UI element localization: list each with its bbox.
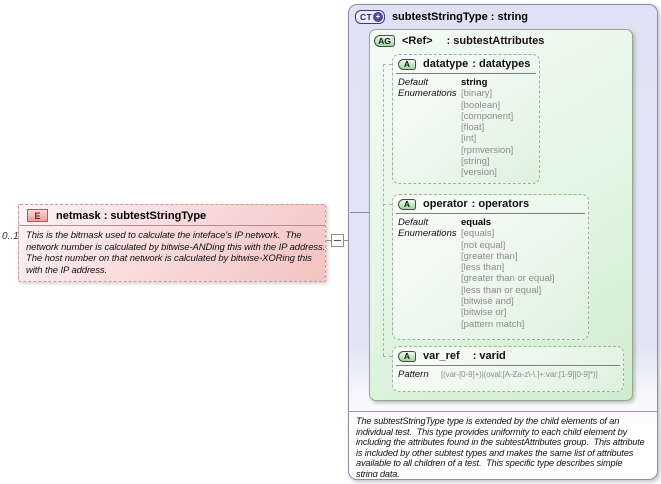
attribute-group-box[interactable]: AG <Ref> : subtestAttributes A datatype … — [369, 29, 633, 401]
attribute-icon: A — [398, 198, 416, 210]
divider — [396, 365, 620, 366]
enumerations-label: Enumerations — [398, 88, 457, 100]
attribute-icon: A — [398, 350, 416, 362]
attribute-header: A var_ref : varid — [393, 347, 623, 364]
annotation-line: with the IP address. — [26, 264, 108, 276]
enum-item: [boolean] — [461, 99, 501, 111]
attribute-group-ref: <Ref> — [402, 35, 433, 47]
attribute-box-var-ref[interactable]: A var_ref : varid Pattern [(var-[0-9]+)|… — [392, 346, 624, 392]
annotation-line: string data. — [356, 468, 400, 477]
tree-connector — [383, 356, 392, 357]
attribute-header: A datatype : datatypes — [393, 55, 539, 72]
element-header: E netmask : subtestStringType — [19, 205, 325, 225]
annotation-line: including the attributes found in the su… — [356, 437, 645, 448]
attribute-facets: Pattern [(var-[0-9]+)|(oval:[A-Za-z\-\.]… — [393, 368, 623, 380]
plus-icon: + — [372, 12, 383, 22]
enumerations-label: Enumerations — [398, 228, 457, 240]
enum-item: [int] — [461, 133, 477, 145]
connector-line — [350, 212, 382, 213]
annotation-line: network number is calculated by bitwise-… — [26, 241, 326, 253]
element-title: netmask : subtestStringType — [56, 209, 207, 222]
annotation-line: is included by other subtest types and m… — [356, 447, 634, 458]
enum-item: [binary] — [461, 88, 493, 100]
enum-item: [rpmversion] — [461, 144, 514, 156]
enum-item: [greater than] — [461, 250, 518, 262]
enum-item: [bitwise and] — [461, 296, 514, 308]
enum-item: [version] — [461, 167, 497, 179]
default-value: string — [461, 77, 488, 88]
minus-icon — [334, 240, 341, 241]
divider — [396, 73, 536, 74]
enum-item: [greater than or equal] — [461, 273, 555, 285]
enum-item: [less than or equal] — [461, 284, 542, 296]
tree-connector — [383, 64, 384, 356]
attribute-group-header: AG <Ref> : subtestAttributes — [370, 30, 632, 50]
enum-item: [float] — [461, 122, 485, 134]
tree-connector — [383, 204, 392, 205]
attribute-box-datatype[interactable]: A datatype : datatypes Default Enumerati… — [392, 54, 540, 184]
tree-connector — [383, 64, 392, 65]
attribute-facets: Default Enumerations string [binary] [bo… — [393, 76, 539, 179]
default-value: equals — [461, 217, 492, 228]
attribute-header: A operator : operators — [393, 195, 588, 212]
collapse-toggle[interactable] — [331, 234, 344, 247]
pattern-value: [(var-[0-9]+)|(oval:[A-Za-z\-\.]+:var:[1… — [441, 370, 598, 379]
attribute-type: : varid — [472, 350, 506, 362]
complex-type-header: CT + subtestStringType : string — [349, 5, 657, 28]
divider — [19, 225, 325, 226]
enum-item: [string] — [461, 156, 490, 168]
annotation-line: individual test. This type provides unif… — [356, 426, 628, 437]
cardinality-label: 0..1 — [2, 231, 19, 242]
attribute-group-type: : subtestAttributes — [446, 35, 545, 47]
divider — [396, 213, 585, 214]
default-label: Default — [398, 217, 429, 228]
attribute-name: var_ref — [423, 350, 460, 362]
attribute-type: : operators — [471, 198, 530, 210]
element-annotation: This is the bitmask used to calculate th… — [19, 226, 325, 281]
complex-type-icon-label: CT — [360, 12, 372, 22]
pattern-label: Pattern — [398, 369, 429, 380]
divider — [349, 411, 657, 412]
annotation-line: The subtestStringType type is extended b… — [356, 416, 620, 426]
annotation-line: available to all children of a test. Thi… — [356, 458, 623, 469]
element-box-netmask[interactable]: E netmask : subtestStringType This is th… — [18, 204, 326, 282]
complex-type-annotation: The subtestStringType type is extended b… — [356, 414, 655, 477]
attribute-type: : datatypes — [472, 58, 531, 70]
attribute-group-icon: AG — [374, 35, 395, 47]
attribute-name: operator — [423, 198, 468, 210]
annotation-line: This is the bitmask used to calculate th… — [26, 230, 302, 241]
attribute-box-operator[interactable]: A operator : operators Default Enumerati… — [392, 194, 589, 340]
annotation-line: The host number on that network is calcu… — [26, 253, 312, 264]
complex-type-title: subtestStringType : string — [391, 11, 529, 23]
element-icon: E — [27, 209, 48, 222]
enum-item: [pattern match] — [461, 318, 525, 330]
enum-item: [bitwise or] — [461, 307, 507, 319]
enum-item: [equals] — [461, 228, 495, 240]
enum-item: [component] — [461, 110, 514, 122]
attribute-facets: Default Enumerations equals [equals] [no… — [393, 216, 588, 330]
enum-item: [less than] — [461, 262, 505, 274]
complex-type-icon: CT + — [355, 10, 385, 24]
attribute-icon: A — [398, 58, 416, 70]
attribute-name: datatype — [423, 58, 469, 70]
default-label: Default — [398, 77, 429, 88]
enum-item: [not equal] — [461, 239, 506, 251]
complex-type-box[interactable]: CT + subtestStringType : string AG <Ref>… — [348, 4, 658, 480]
